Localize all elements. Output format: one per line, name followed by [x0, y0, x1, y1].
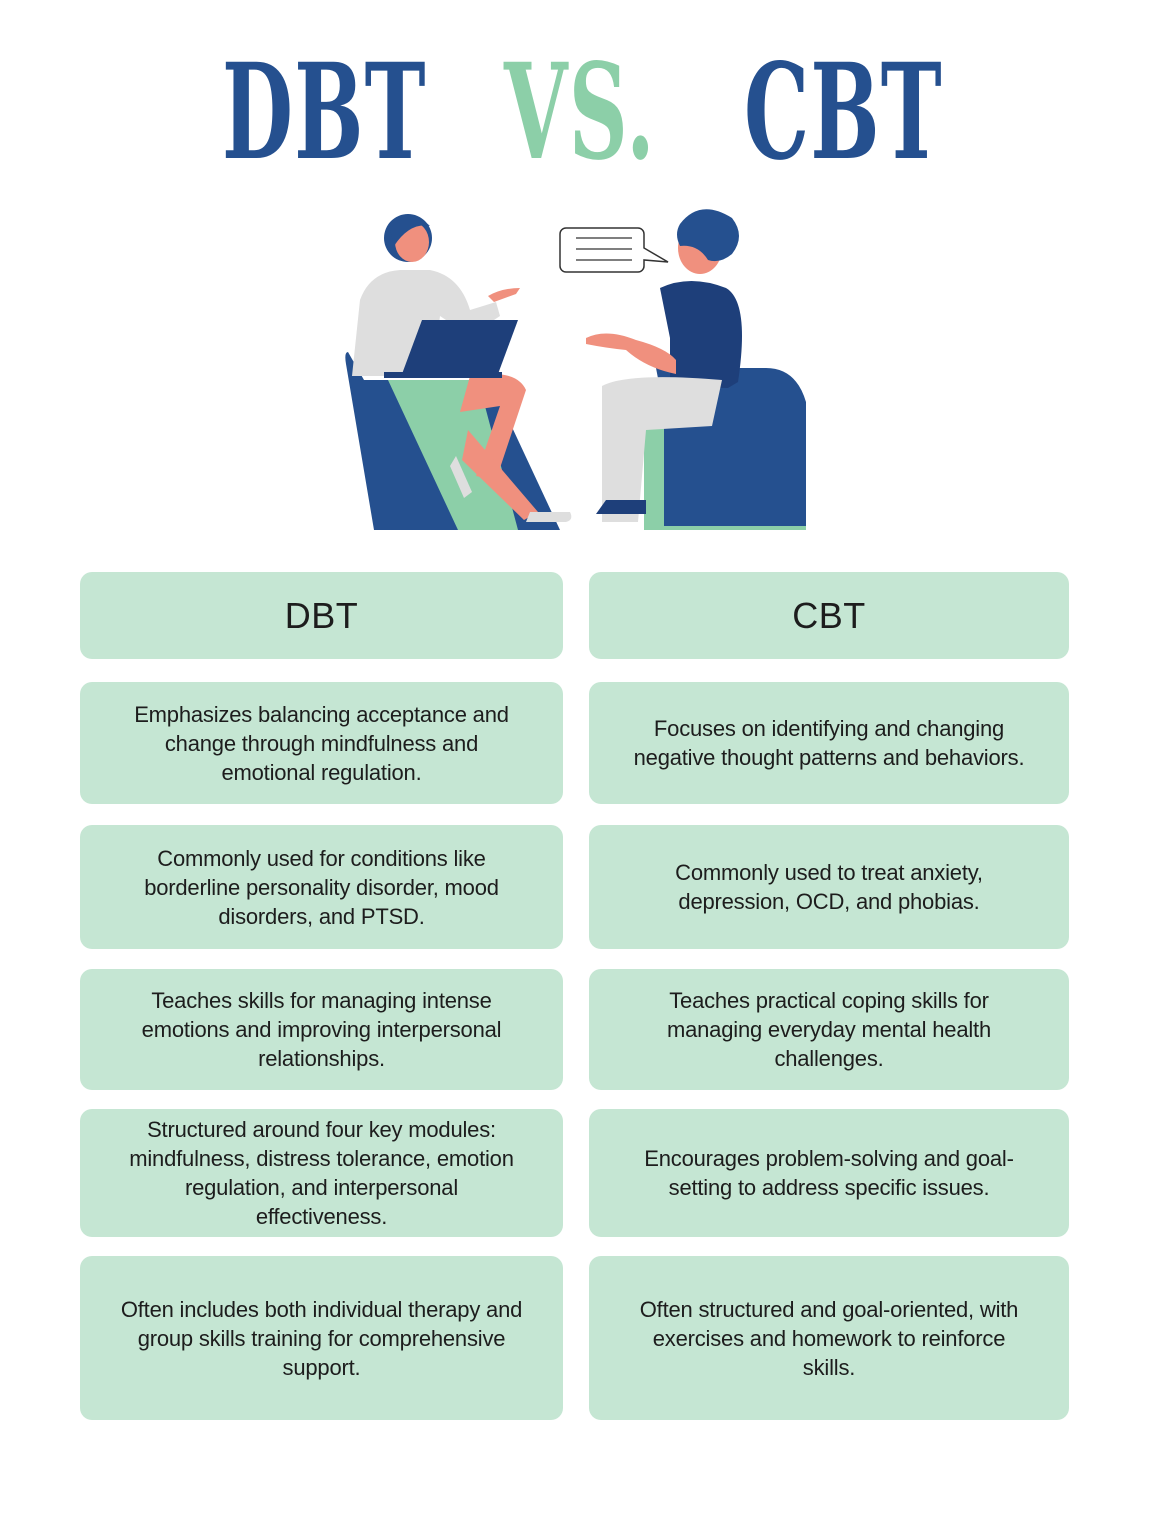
therapy-session-illustration — [345, 209, 806, 530]
page-title: DBT VS. CBT — [0, 35, 1152, 190]
cbt-cell: Encourages problem-solving and goal-sett… — [589, 1109, 1069, 1237]
column-header-dbt: DBT — [80, 572, 563, 659]
dbt-cell: Structured around four key modules: mind… — [80, 1109, 563, 1237]
cell-text: Encourages problem-solving and goal-sett… — [644, 1146, 1014, 1200]
cell-text: Commonly used to treat anxiety, depressi… — [675, 860, 983, 914]
cell-text: Teaches skills for managing intense emot… — [141, 988, 502, 1071]
dbt-cell: Teaches skills for managing intense emot… — [80, 969, 563, 1090]
column-header-cbt: CBT — [589, 572, 1069, 659]
title-dbt: DBT — [222, 35, 427, 190]
dbt-cell: Commonly used for conditions like border… — [80, 825, 563, 949]
cell-text: Structured around four key modules: mind… — [129, 1117, 514, 1229]
column-header-label: CBT — [792, 594, 866, 636]
cell-text: Focuses on identifying and changing nega… — [633, 716, 1025, 770]
cbt-cell: Often structured and goal-oriented, with… — [589, 1256, 1069, 1420]
cbt-cell: Focuses on identifying and changing nega… — [589, 682, 1069, 804]
title-cbt: CBT — [744, 35, 943, 190]
cell-text: Often includes both individual therapy a… — [120, 1296, 523, 1380]
speech-bubble-icon — [559, 227, 669, 273]
cell-text: Often structured and goal-oriented, with… — [639, 1296, 1019, 1380]
dbt-cell: Emphasizes balancing acceptance and chan… — [80, 682, 563, 804]
column-header-label: DBT — [284, 594, 359, 636]
cell-text: Teaches practical coping skills for mana… — [666, 988, 991, 1071]
cbt-cell: Teaches practical coping skills for mana… — [589, 969, 1069, 1090]
cbt-cell: Commonly used to treat anxiety, depressi… — [589, 825, 1069, 949]
title-vs: VS. — [504, 35, 656, 190]
dbt-cell: Often includes both individual therapy a… — [80, 1256, 563, 1420]
cell-text: Emphasizes balancing acceptance and chan… — [134, 701, 509, 785]
cell-text: Commonly used for conditions like border… — [144, 845, 499, 929]
